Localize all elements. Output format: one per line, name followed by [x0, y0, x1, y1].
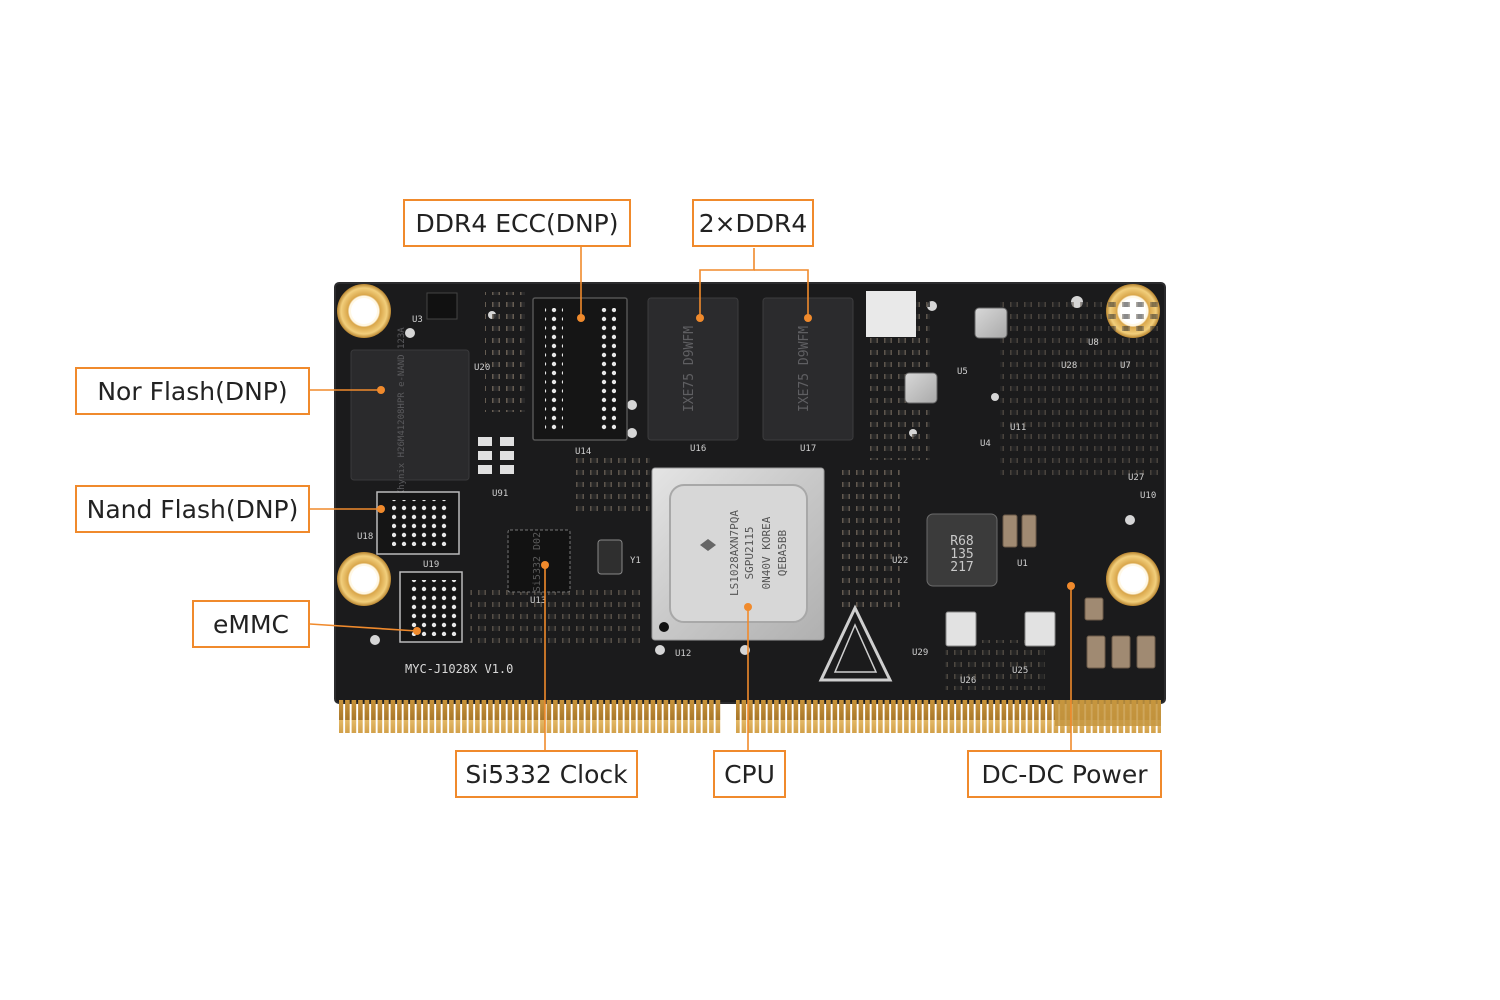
board-logo	[818, 604, 893, 682]
svg-text:U12: U12	[675, 649, 691, 659]
svg-text:U10: U10	[1140, 491, 1156, 501]
svg-text:U22: U22	[892, 556, 908, 566]
svg-text:U27: U27	[1128, 473, 1144, 483]
nand-flash-label: Nand Flash(DNP)	[75, 485, 310, 533]
svg-text:U28: U28	[1061, 361, 1077, 371]
svg-text:U13: U13	[530, 596, 546, 606]
svg-text:U3: U3	[412, 315, 423, 325]
ddr4-label: 2×DDR4	[692, 199, 814, 247]
svg-text:U8: U8	[1088, 338, 1099, 348]
nor-flash-chip: SKhynix H26M41208HPR e-NAND 123A	[350, 327, 470, 501]
svg-text:U11: U11	[1010, 423, 1026, 433]
ddr4-ecc-footprint	[532, 297, 628, 441]
svg-text:Si5332 D02: Si5332 D02	[532, 532, 543, 592]
svg-text:U17: U17	[800, 444, 816, 454]
ddr4-chip: IXE75 D9WFM	[647, 297, 739, 441]
svg-text:U7: U7	[1120, 361, 1131, 371]
svg-text:U4: U4	[980, 439, 991, 449]
nor-marking: SKhynix H26M41208HPR e-NAND 123A	[397, 327, 407, 501]
callout-dots	[377, 314, 1075, 635]
svg-text:217: 217	[950, 560, 973, 575]
svg-text:U14: U14	[575, 447, 591, 457]
cpu-marking-line: 0N40V KOREA	[760, 516, 773, 589]
svg-text:U26: U26	[960, 676, 976, 686]
svg-text:U18: U18	[357, 532, 373, 542]
svg-text:IXE75 D9WFM: IXE75 D9WFM	[682, 326, 697, 412]
svg-text:R68: R68	[950, 534, 973, 549]
mounting-hole	[1106, 552, 1160, 606]
svg-text:Y1: Y1	[630, 556, 641, 566]
cpu-label: CPU	[713, 750, 786, 798]
svg-text:U5: U5	[957, 367, 968, 377]
board-model: MYC-J1028X V1.0	[405, 662, 513, 676]
nand-footprint	[376, 491, 460, 555]
clock-label: Si5332 Clock	[455, 750, 638, 798]
svg-text:U1: U1	[1017, 559, 1028, 569]
dc-dc-power-label: DC-DC Power	[967, 750, 1162, 798]
ddr4-ecc-label: DDR4 ECC(DNP)	[403, 199, 631, 247]
svg-text:U19: U19	[423, 560, 439, 570]
svg-text:U20: U20	[474, 363, 490, 373]
cpu-chip: LS1028AXN7PQA SGPU2115 0N40V KOREA QEBA5…	[651, 467, 825, 641]
cpu-marking-line: QEBA5BB	[776, 529, 789, 576]
svg-text:U25: U25	[1012, 666, 1028, 676]
cpu-marking-line: LS1028AXN7PQA	[728, 510, 741, 596]
emmc-label: eMMC	[192, 600, 310, 648]
svg-text:U16: U16	[690, 444, 706, 454]
cpu-marking-line: SGPU2115	[743, 527, 756, 580]
svg-text:135: 135	[950, 547, 973, 562]
mounting-hole	[337, 552, 391, 606]
callout-lines	[309, 246, 1072, 750]
nor-flash-label: Nor Flash(DNP)	[75, 367, 310, 415]
power-inductor: R68 135 217	[926, 513, 998, 587]
svg-text:U91: U91	[492, 489, 508, 499]
clock-chip: Si5332 D02	[507, 529, 571, 593]
edge-connector	[339, 700, 1161, 733]
svg-text:IXE75 D9WFM: IXE75 D9WFM	[797, 326, 812, 412]
emmc-footprint	[399, 571, 463, 643]
svg-text:U29: U29	[912, 648, 928, 658]
mounting-hole	[337, 284, 391, 338]
ddr4-chip: IXE75 D9WFM	[762, 297, 854, 441]
